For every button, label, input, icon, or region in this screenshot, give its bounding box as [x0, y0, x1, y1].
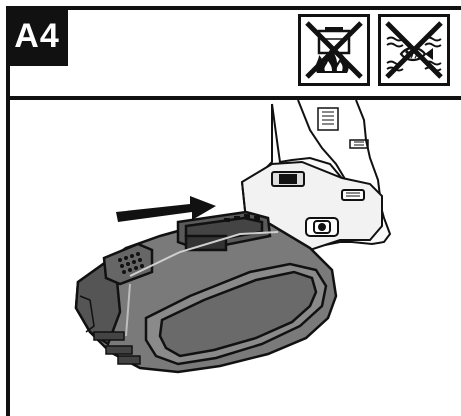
no-fire-icon: [298, 14, 370, 86]
figure-label-box: A4: [6, 6, 68, 66]
no-water-icon: [378, 14, 450, 86]
figure-label: A4: [14, 17, 59, 56]
battery-insertion-illustration: [10, 100, 461, 416]
